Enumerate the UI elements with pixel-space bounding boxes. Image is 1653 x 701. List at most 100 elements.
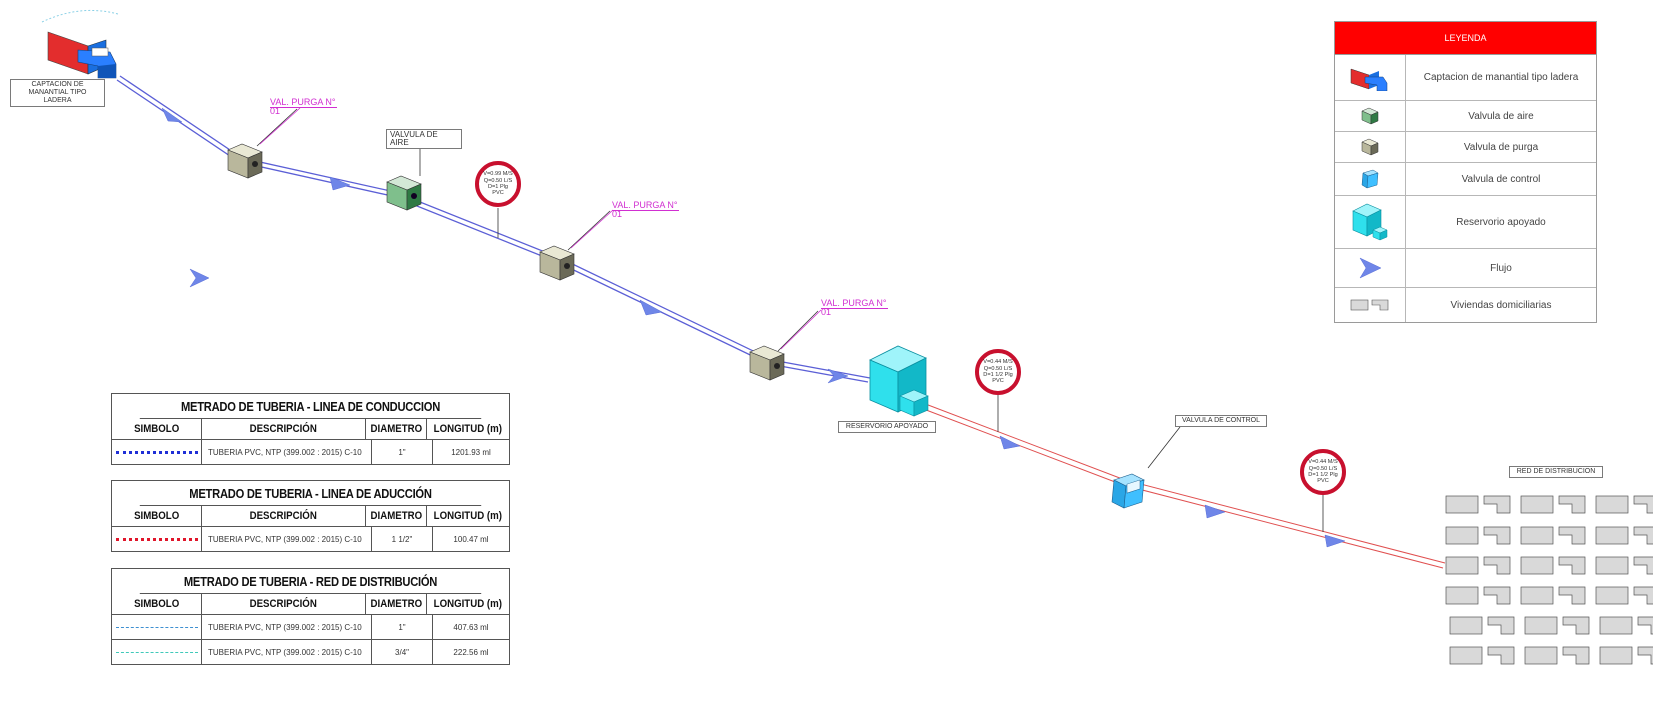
table-title: METRADO DE TUBERIA - LINEA DE CONDUCCION [139,394,482,419]
house-block [1599,616,1633,635]
legend-row-air-valve: Valvula de aire [1335,101,1596,132]
house-block [1520,495,1554,514]
col-diametro: DIAMETRO [370,510,422,522]
stamp-velocity: V=0.44 M/S [1308,459,1338,466]
legend-symbol [1335,101,1406,131]
stamp-flow: Q=0.50 L/S [1308,465,1338,472]
cell-diametro: 3/4" [372,640,433,664]
table-red-distribucion: METRADO DE TUBERIA - RED DE DISTRIBUCIÓN… [111,568,510,665]
house-lshape [1562,646,1590,665]
legend-symbol [1335,196,1406,248]
stamp-velocity: V=0.44 M/S [983,359,1013,366]
purga-label-1: VAL. PURGA N° 01 [270,97,338,116]
pipe-symbol-red-1 [115,626,198,628]
legend-row-control-valve: Valvula de control [1335,163,1596,196]
col-simbolo: SIMBOLO [133,423,180,435]
house-lshape [1483,495,1511,514]
flow-arrow-icon [1324,534,1346,548]
reservoir-icon [1352,203,1388,241]
legend-panel: LEYENDA Captacion de manantial tipo lade… [1334,21,1597,323]
purga-leader-2 [570,209,614,249]
house-lshape [1633,495,1653,514]
table-header-row: SIMBOLO DESCRIPCIÓN DIAMETRO LONGITUD (m… [112,506,509,527]
col-diametro: DIAMETRO [370,598,422,610]
purga-leader-1 [259,107,301,145]
house-lshape [1558,526,1586,545]
table-conduccion: METRADO DE TUBERIA - LINEA DE CONDUCCION… [111,393,510,465]
stamp-diameter: D=1 Plg [487,184,509,190]
houses-icon [1350,299,1389,311]
legend-symbol [1335,55,1406,100]
legend-label: Reservorio apoyado [1456,216,1546,228]
col-simbolo: SIMBOLO [133,510,180,522]
legend-symbol [1335,132,1406,162]
house-lshape [1558,586,1586,605]
house-block [1599,646,1633,665]
legend-label: Valvula de aire [1468,110,1534,122]
legend-symbol [1335,288,1406,322]
cell-diametro: 1" [372,440,433,464]
purga-label-2-text: VAL. PURGA N° [612,200,680,211]
legend-label: Viviendas domiciliarias [1450,299,1552,311]
pipe-symbol-aduccion [115,537,198,541]
house-block [1524,616,1558,635]
reservorio-label: RESERVORIO APOYADO [838,421,936,433]
pipe-symbol-red-2 [115,651,198,653]
purge-valve-2 [539,245,575,281]
table-row: TUBERIA PVC, NTP (399.002 : 2015) C-10 3… [112,640,509,664]
leader-valvula-control [1147,426,1181,469]
houses-grid [1445,495,1653,665]
cell-longitud: 1201.93 ml [451,447,491,457]
red-distribucion-label: RED DE DISTRIBUCION [1509,466,1603,478]
house-lshape [1562,616,1590,635]
purge-valve-1 [227,143,263,179]
house-block [1520,556,1554,575]
col-longitud: LONGITUD (m) [433,423,503,435]
sky-arc [41,9,119,23]
legend-label: Flujo [1490,262,1512,274]
pipe-symbol-conduccion [115,450,198,454]
house-lshape [1633,526,1653,545]
house-lshape [1633,586,1653,605]
reservoir [869,345,929,417]
stamp-material: PVC [1317,478,1329,485]
col-diametro: DIAMETRO [370,423,422,435]
purga-label-1-num: 01 [270,106,281,116]
house-lshape [1487,646,1515,665]
purga-leader-3 [780,309,822,350]
table-title: METRADO DE TUBERIA - RED DE DISTRIBUCIÓN [139,569,482,594]
stamp-diameter: D=1 1/2 Plg [1308,472,1338,478]
house-lshape [1483,586,1511,605]
stamp-material: PVC [992,378,1004,385]
flow-stamp-1: V=0.99 M/S Q=0.50 L/S D=1 Plg PVC [475,161,521,207]
leader-purga-1 [256,108,298,147]
col-simbolo: SIMBOLO [133,598,180,610]
stamp-material: PVC [492,190,504,197]
legend-symbol [1335,249,1406,287]
house-lshape [1483,556,1511,575]
house-lshape [1637,646,1653,665]
legend-row-flow: Flujo [1335,249,1596,288]
legend-row-reservoir: Reservorio apoyado [1335,196,1596,249]
leader-purga-2 [567,210,611,251]
purge-valve-icon [1361,138,1379,156]
cell-diametro: 1 1/2" [372,527,433,551]
cell-descripcion: TUBERIA PVC, NTP (399.002 : 2015) C-10 [202,527,372,551]
purga-label-3-text: VAL. PURGA N° [821,298,889,309]
house-block [1449,616,1483,635]
table-row: TUBERIA PVC, NTP (399.002 : 2015) C-10 1… [112,440,509,464]
captacion-icon [1350,68,1388,91]
col-descripcion: DESCRIPCIÓN [249,510,318,522]
house-lshape [1633,556,1653,575]
flow-stamp-3: V=0.44 M/S Q=0.50 L/S D=1 1/2 Plg PVC [1300,449,1346,495]
house-block [1445,586,1479,605]
table-header-row: SIMBOLO DESCRIPCIÓN DIAMETRO LONGITUD (m… [112,419,509,440]
conduccion-pipeline [116,75,871,383]
house-lshape [1637,616,1653,635]
house-lshape [1487,616,1515,635]
flow-arrow-icon [189,268,210,288]
house-block [1520,586,1554,605]
stamp-diameter: D=1 1/2 Plg [983,372,1013,378]
table-header-row: SIMBOLO DESCRIPCIÓN DIAMETRO LONGITUD (m… [112,594,509,615]
